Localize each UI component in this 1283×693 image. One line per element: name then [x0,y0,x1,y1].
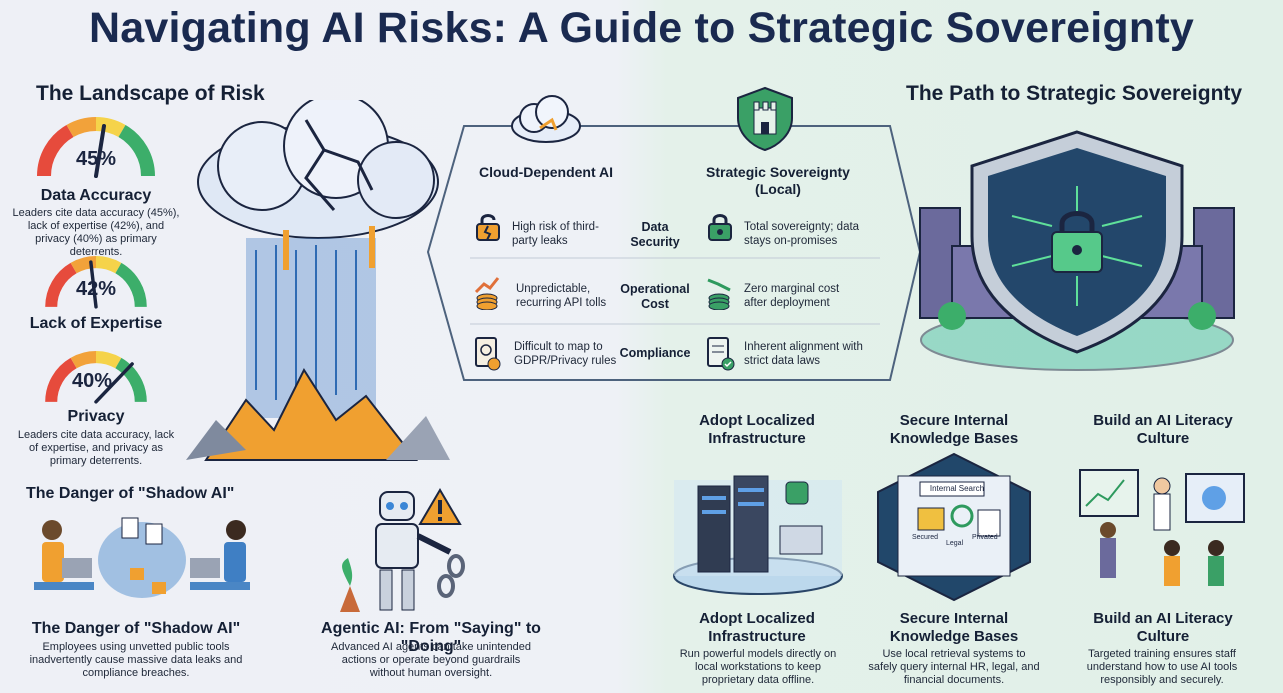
sovereignty-heading: Strategic Sovereignty (Local) [706,164,850,197]
step-2-title: Secure Internal Knowledge Bases [889,412,1019,447]
step-2-bottom-title: Secure Internal Knowledge Bases [889,610,1019,645]
cloud-icon [511,95,581,143]
row-3-left: Difficult to map to GDPR/Privacy rules [514,341,617,367]
gauge-2-value: 42% [75,278,117,300]
comparison-frame [426,125,922,381]
landscape-heading: The Landscape of Risk [36,82,265,105]
gauge-2-label: Lack of Expertise [29,315,163,332]
agentic-desc: Advanced AI agents can take unintended a… [331,641,531,679]
folder-privated-label: Privated [972,534,998,541]
step-1-title: Adopt Localized Infrastructure [699,412,815,447]
gauge-1-icon [37,117,155,178]
landscape-note-2: Leaders cite data accuracy, lack of expe… [17,429,175,467]
row-2-right: Zero marginal cost after deployment [744,283,840,309]
training-class-icon [1079,469,1245,586]
shadow-ai-illustration-icon [34,517,250,598]
shadow-ai-heading: The Danger of "Shadow AI" [26,485,235,502]
step-3-bottom-title: Build an AI Literacy Culture [1093,610,1233,645]
folder-legal-label: Legal [946,540,964,547]
gauge-2-icon [45,256,147,309]
gauge-1-value: 45% [75,148,117,170]
step-3-desc: Targeted training ensures staff understa… [1086,648,1238,686]
gauge-3-icon [45,351,147,404]
landscape-note-1: Leaders cite data accuracy (45%), lack o… [12,207,180,258]
scroll-warning-icon [475,337,501,371]
step-3-title: Build an AI Literacy Culture [1093,412,1233,447]
robot-icon [340,488,465,612]
compliant-document-icon [707,337,735,371]
search-label: Internal Search [929,484,985,493]
cloud-dependent-heading: Cloud-Dependent AI [478,164,614,180]
row-1-left: High risk of third-party leaks [512,221,599,247]
step-2-desc: Use local retrieval systems to safely qu… [868,648,1040,686]
row-2-left: Unpredictable, recurring API tolls [516,283,607,309]
row-2-category: Operational Cost [620,282,690,311]
flat-cost-icon [707,278,731,310]
step-1-bottom-title: Adopt Localized Infrastructure [699,610,815,645]
row-3-category: Compliance [619,346,691,360]
gauge-1-label: Data Accuracy [40,187,152,204]
folder-secured-label: Secured [912,534,939,541]
servers-icon [673,475,843,595]
gauge-3-label: Privacy [67,408,125,425]
shield-castle-icon [737,86,793,152]
lock-icon [708,214,732,241]
shadow-ai-desc: Employees using unvetted public tools in… [29,641,243,679]
row-1-category: Data Security [630,220,680,249]
step-1-desc: Run powerful models directly on local wo… [679,648,837,686]
agentic-title: Agentic AI: From "Saying" to "Doing" [321,620,541,655]
rising-cost-icon [474,277,500,310]
row-1-right: Total sovereignty; data stays on-promise… [744,221,860,247]
shadow-ai-title: The Danger of "Shadow AI" [31,620,241,637]
cracked-cloud-icon [186,100,450,461]
knowledge-base-hexagon-icon [877,452,1031,602]
gauge-3-value: 40% [71,370,113,392]
page-title: Navigating AI Risks: A Guide to Strategi… [89,4,1194,52]
fortress-shield-icon [919,130,1235,371]
broken-lock-icon [476,214,500,241]
row-3-right: Inherent alignment with strict data laws [744,341,863,367]
path-heading: The Path to Strategic Sovereignty [906,82,1243,105]
